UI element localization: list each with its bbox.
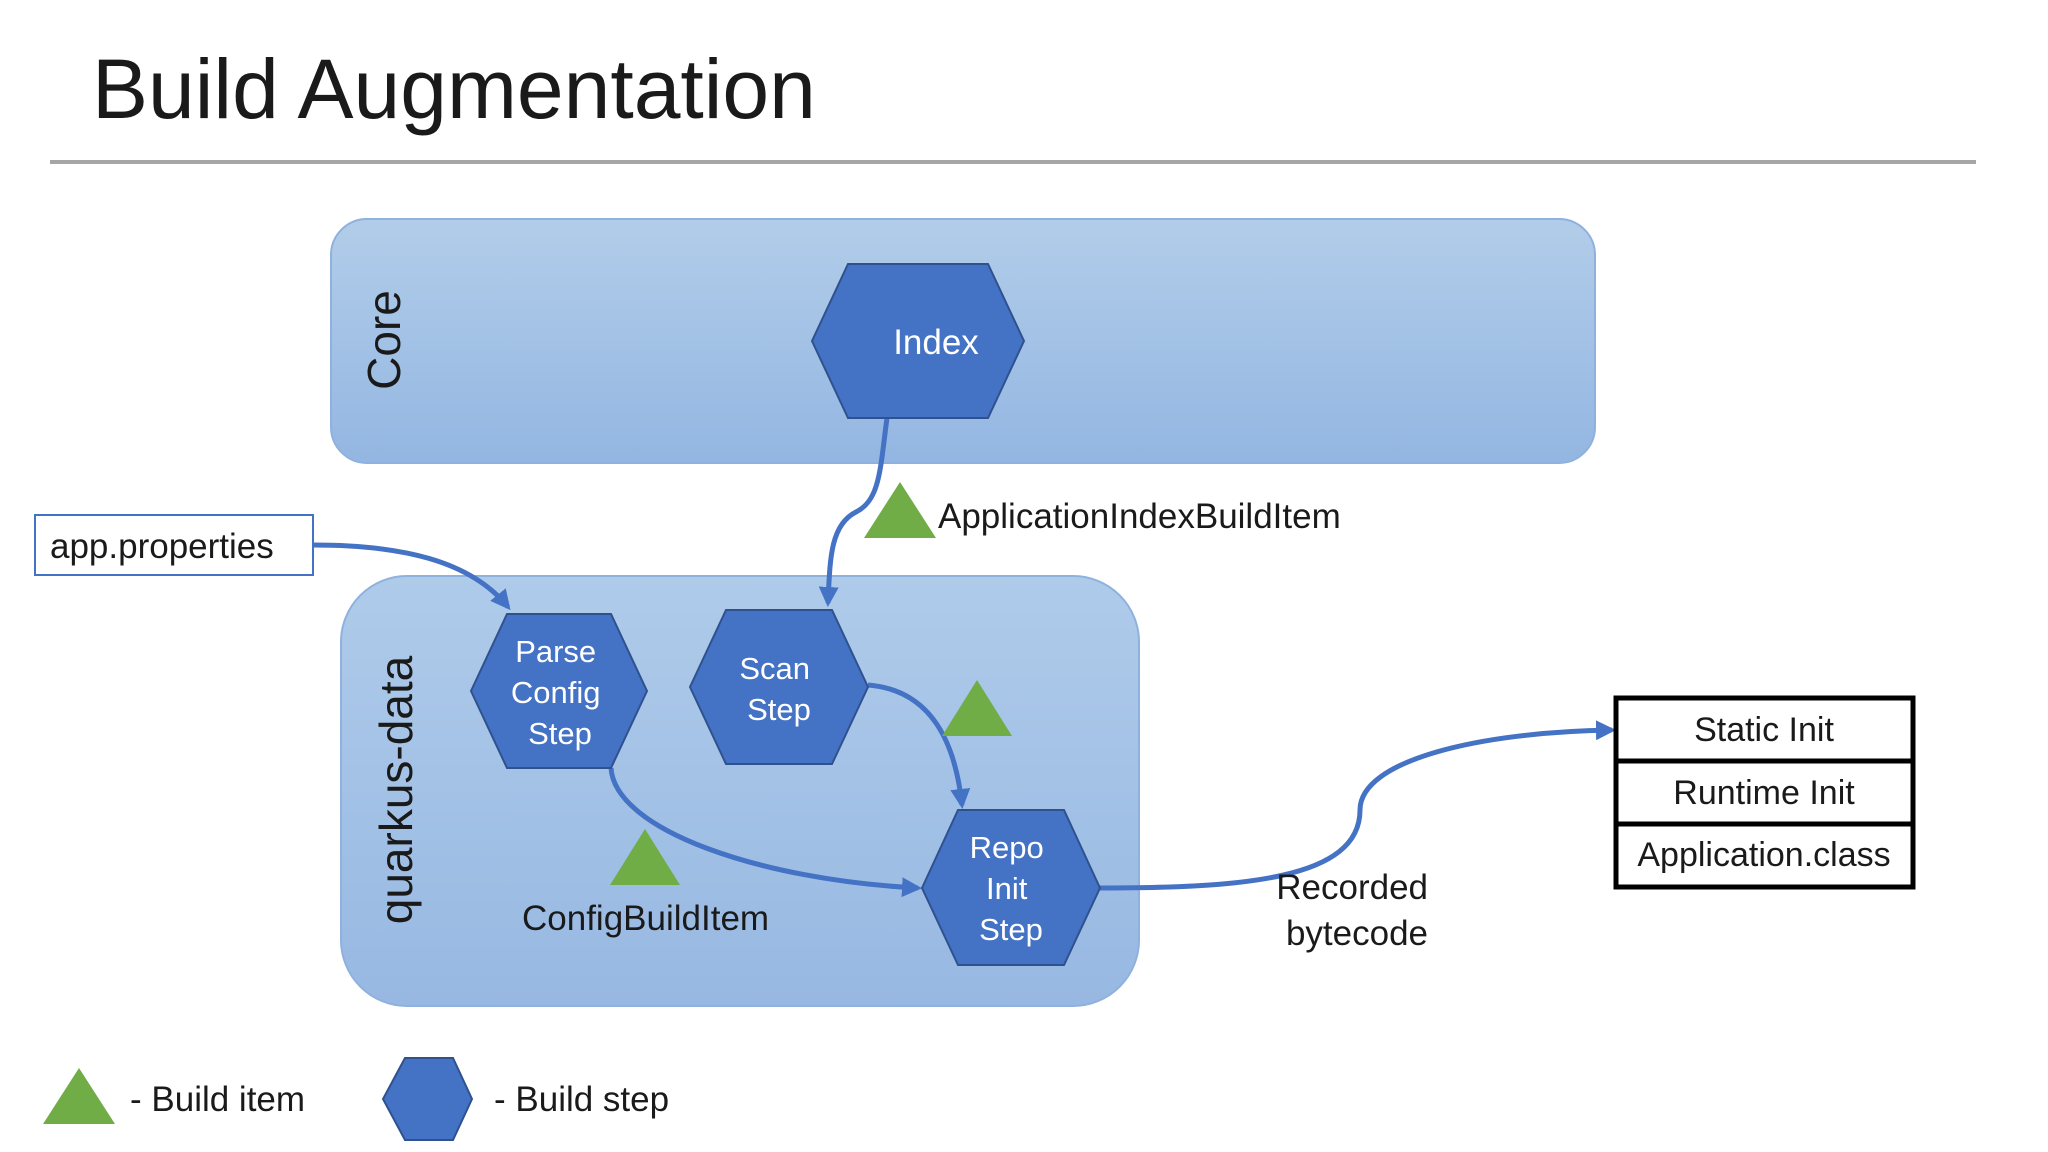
repo-init-step-line-1: Repo — [970, 830, 1044, 865]
legend: - Build item - Build step — [43, 1057, 669, 1141]
output-stack-frame — [1613, 695, 1916, 890]
app-properties-label: app.properties — [50, 527, 274, 566]
legend-build-step-label: - Build step — [494, 1080, 669, 1119]
scan-step-line-1: Scan — [739, 651, 810, 686]
config-build-item-triangle — [610, 829, 680, 885]
scan-step-hexagon — [688, 609, 870, 765]
slide-title: Build Augmentation — [92, 42, 816, 136]
recorded-bytecode-line-1: Recorded — [1276, 868, 1428, 907]
arrow-index-to-scan — [818, 417, 890, 607]
application-index-build-item-label: ApplicationIndexBuildItem — [938, 497, 1341, 536]
app-properties-box — [34, 514, 314, 576]
repo-init-step-line-2: Init — [986, 871, 1028, 906]
arrow-repo-init-to-output — [1099, 720, 1616, 891]
output-stack: Static Init Runtime Init Application.cla… — [1613, 695, 1916, 890]
output-application-class: Application.class — [1637, 836, 1890, 874]
repo-init-step-hexagon — [920, 809, 1102, 966]
core-group-label: Core — [358, 290, 410, 390]
recorded-bytecode-label: Recorded bytecode — [1276, 868, 1438, 953]
quarkus-data-group-label: quarkus-data — [370, 655, 422, 924]
repo-init-step-label: Repo Init Step — [970, 830, 1053, 947]
arrow-parse-to-repo-init — [608, 767, 922, 898]
scan-build-item-triangle — [942, 680, 1012, 736]
repo-init-step-line-3: Step — [979, 912, 1043, 947]
parse-config-step-line-1: Parse — [515, 634, 596, 669]
legend-build-step-hexagon — [381, 1057, 474, 1141]
legend-build-item-label: - Build item — [130, 1080, 305, 1119]
parse-config-step-hexagon — [469, 613, 649, 769]
scan-step-label: Scan Step — [739, 651, 818, 727]
config-build-item-label: ConfigBuildItem — [522, 899, 769, 938]
output-runtime-init: Runtime Init — [1673, 774, 1855, 812]
recorded-bytecode-line-2: bytecode — [1286, 914, 1428, 953]
index-step-label: Index — [893, 323, 979, 362]
application-index-build-item-triangle — [864, 482, 936, 538]
output-static-init: Static Init — [1694, 711, 1834, 749]
scan-step-line-2: Step — [747, 692, 811, 727]
index-step-hexagon — [810, 263, 1026, 419]
parse-config-step-label: Parse Config Step — [511, 634, 609, 751]
parse-config-step-line-3: Step — [528, 716, 592, 751]
parse-config-step-line-2: Config — [511, 675, 601, 710]
arrow-scan-to-repo-init — [867, 682, 971, 809]
arrow-app-properties-to-parse — [312, 542, 511, 611]
legend-build-item-triangle — [43, 1068, 115, 1124]
